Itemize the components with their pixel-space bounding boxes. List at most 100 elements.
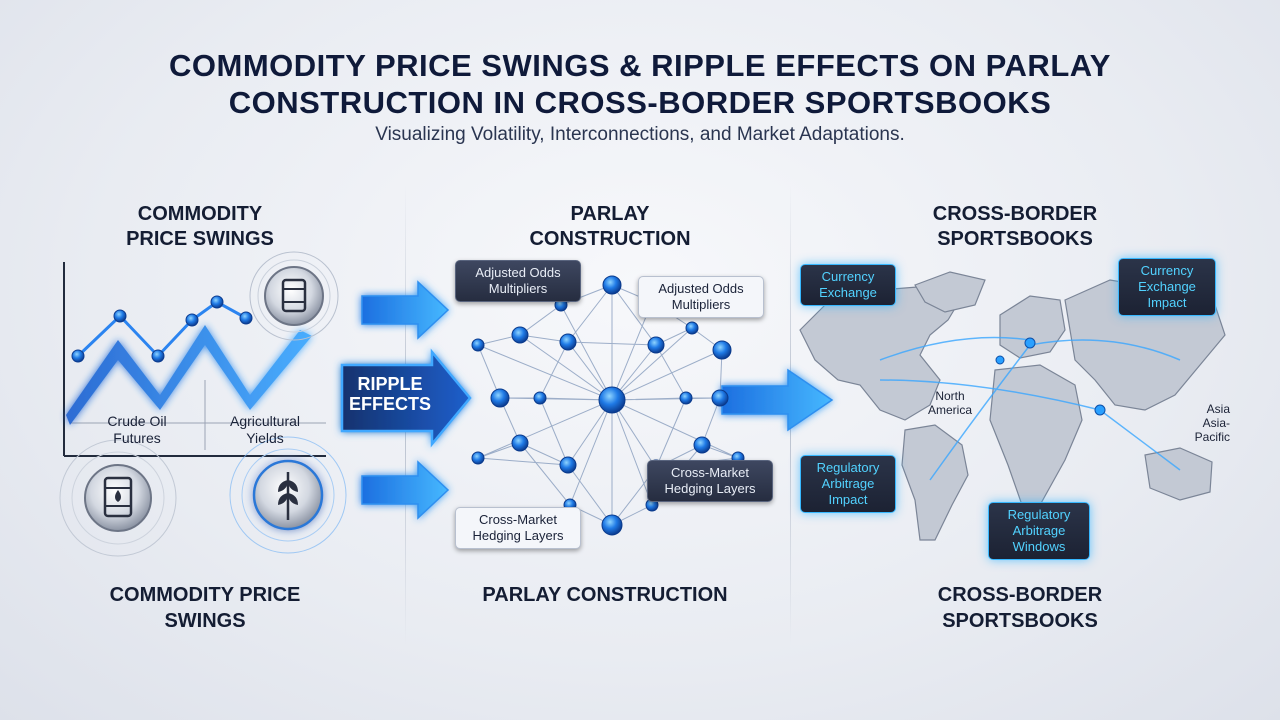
- callout-line: Currency: [1140, 263, 1194, 278]
- parlay-heading-line2: CONSTRUCTION: [529, 228, 691, 250]
- callout-line: Regulatory: [1007, 507, 1071, 522]
- network-node: [602, 275, 622, 295]
- map-label-line: Asia-Pacific: [1194, 416, 1230, 444]
- greenland-shape: [914, 271, 986, 313]
- network-node: [693, 436, 711, 454]
- crossborder-footer-line2: SPORTSBOOKS: [942, 610, 1098, 632]
- crossborder-heading-line1: CROSS-BORDER: [932, 203, 1098, 225]
- map-pin-markers: [995, 337, 1106, 416]
- network-node: [679, 391, 693, 405]
- crossborder-heading-line2: SPORTSBOOKS: [937, 228, 1093, 250]
- arrow-top: [361, 280, 450, 340]
- network-node: [712, 340, 732, 360]
- chart-point: [210, 295, 224, 309]
- crossborder-footer-line1: CROSS-BORDER: [937, 584, 1103, 606]
- crossborder-footer: CROSS-BORDER SPORTSBOOKS: [905, 582, 1135, 634]
- crossborder-heading: CROSS-BORDER SPORTSBOOKS: [905, 202, 1125, 252]
- callout-line: Multipliers: [671, 297, 731, 312]
- hedging-layers-callout-left: Cross-Market Hedging Layers: [455, 507, 581, 549]
- network-node: [711, 389, 729, 407]
- map-label-line: America: [927, 403, 972, 417]
- commodity-heading-line2: PRICE SWINGS: [126, 228, 274, 250]
- callout-line: Impact: [828, 492, 868, 507]
- network-node: [598, 386, 626, 414]
- ripple-line2: EFFECTS: [348, 394, 431, 414]
- map-pin: [1024, 337, 1036, 349]
- currency-exchange-impact-callout: Currency Exchange Impact: [1118, 258, 1216, 316]
- map-pin: [995, 355, 1005, 365]
- commodity-footer: COMMODITY PRICE SWINGS: [70, 582, 340, 634]
- chart-ribbon: [66, 325, 312, 425]
- map-connection-lines: [879, 336, 1181, 481]
- callout-line: Windows: [1012, 539, 1066, 554]
- callout-line: Regulatory: [816, 460, 880, 475]
- adjusted-odds-callout-dark: Adjusted Odds Multipliers: [455, 260, 581, 302]
- callout-line: Arbitrage: [821, 476, 875, 491]
- parlay-footer-text: PARLAY CONSTRUCTION: [482, 584, 728, 606]
- network-node: [685, 321, 699, 335]
- network-node: [559, 456, 577, 474]
- network-node: [559, 333, 577, 351]
- arrow-ripple-effects: [340, 348, 472, 448]
- callout-line: Currency: [821, 269, 875, 284]
- south-america-shape: [901, 424, 969, 541]
- agricultural-yields-label: Agricultural Yields: [210, 413, 320, 447]
- chart-point: [185, 313, 199, 327]
- ripple-line1: RIPPLE: [357, 374, 423, 394]
- network-node: [601, 514, 623, 536]
- oil-drop-barrel-icon: [59, 439, 177, 557]
- network-node: [533, 391, 547, 405]
- network-node: [647, 336, 665, 354]
- chart-point: [71, 349, 85, 363]
- network-node: [490, 388, 510, 408]
- callout-line: Cross-Market: [670, 465, 749, 480]
- crude-oil-line2: Futures: [113, 430, 161, 446]
- commodity-footer-line2: SWINGS: [164, 610, 246, 632]
- map-pin: [1094, 404, 1106, 416]
- commodity-footer-line1: COMMODITY PRICE: [109, 584, 301, 606]
- arrow-bottom: [361, 460, 450, 520]
- europe-shape: [999, 295, 1066, 359]
- chart-point: [151, 349, 165, 363]
- page-subtitle: Visualizing Volatility, Interconnections…: [375, 124, 905, 145]
- africa-shape: [989, 364, 1083, 506]
- ripple-effects-label: RIPPLE EFFECTS: [344, 374, 436, 414]
- callout-line: Hedging Layers: [472, 528, 564, 543]
- chart-point: [113, 309, 127, 323]
- hedging-layers-callout-right: Cross-Market Hedging Layers: [647, 460, 773, 502]
- wheat-icon: [229, 436, 347, 554]
- callout-line: Impact: [1147, 295, 1187, 310]
- chart-point: [239, 311, 253, 325]
- callout-line: Exchange: [819, 285, 877, 300]
- network-node: [511, 434, 529, 452]
- map-label-line: North: [935, 389, 965, 403]
- crude-oil-line1: Crude Oil: [107, 413, 167, 429]
- callout-line: Cross-Market: [478, 512, 557, 527]
- regulatory-arbitrage-impact-callout: Regulatory Arbitrage Impact: [800, 455, 896, 513]
- callout-line: Hedging Layers: [664, 481, 756, 496]
- callout-line: Adjusted Odds: [475, 265, 561, 280]
- arrow-to-sportsbooks: [721, 368, 834, 432]
- agricultural-line1: Agricultural: [229, 413, 301, 429]
- callout-line: Exchange: [1138, 279, 1196, 294]
- page-title-line-2: CONSTRUCTION IN CROSS-BORDER SPORTSBOOKS: [228, 85, 1052, 120]
- north-america-shape: [799, 285, 961, 421]
- north-america-label: North America: [920, 389, 980, 417]
- parlay-heading: PARLAY CONSTRUCTION: [500, 202, 720, 252]
- crude-oil-futures-label: Crude Oil Futures: [82, 413, 192, 447]
- callout-line: Adjusted Odds: [658, 281, 744, 296]
- map-label-line: Asia: [1206, 402, 1230, 416]
- network-node: [471, 451, 485, 465]
- regulatory-arbitrage-windows-callout: Regulatory Arbitrage Windows: [988, 502, 1090, 560]
- currency-exchange-callout: Currency Exchange: [800, 264, 896, 306]
- page-title-line-1: COMMODITY PRICE SWINGS & RIPPLE EFFECTS …: [169, 48, 1111, 83]
- callout-line: Arbitrage: [1012, 523, 1066, 538]
- adjusted-odds-callout-light: Adjusted Odds Multipliers: [638, 276, 764, 318]
- network-node: [471, 338, 485, 352]
- commodity-heading-line1: COMMODITY: [137, 203, 263, 225]
- commodity-heading: COMMODITY PRICE SWINGS: [100, 202, 300, 252]
- chart-points: [71, 295, 253, 363]
- agricultural-line2: Yields: [246, 430, 284, 446]
- network-node: [511, 326, 529, 344]
